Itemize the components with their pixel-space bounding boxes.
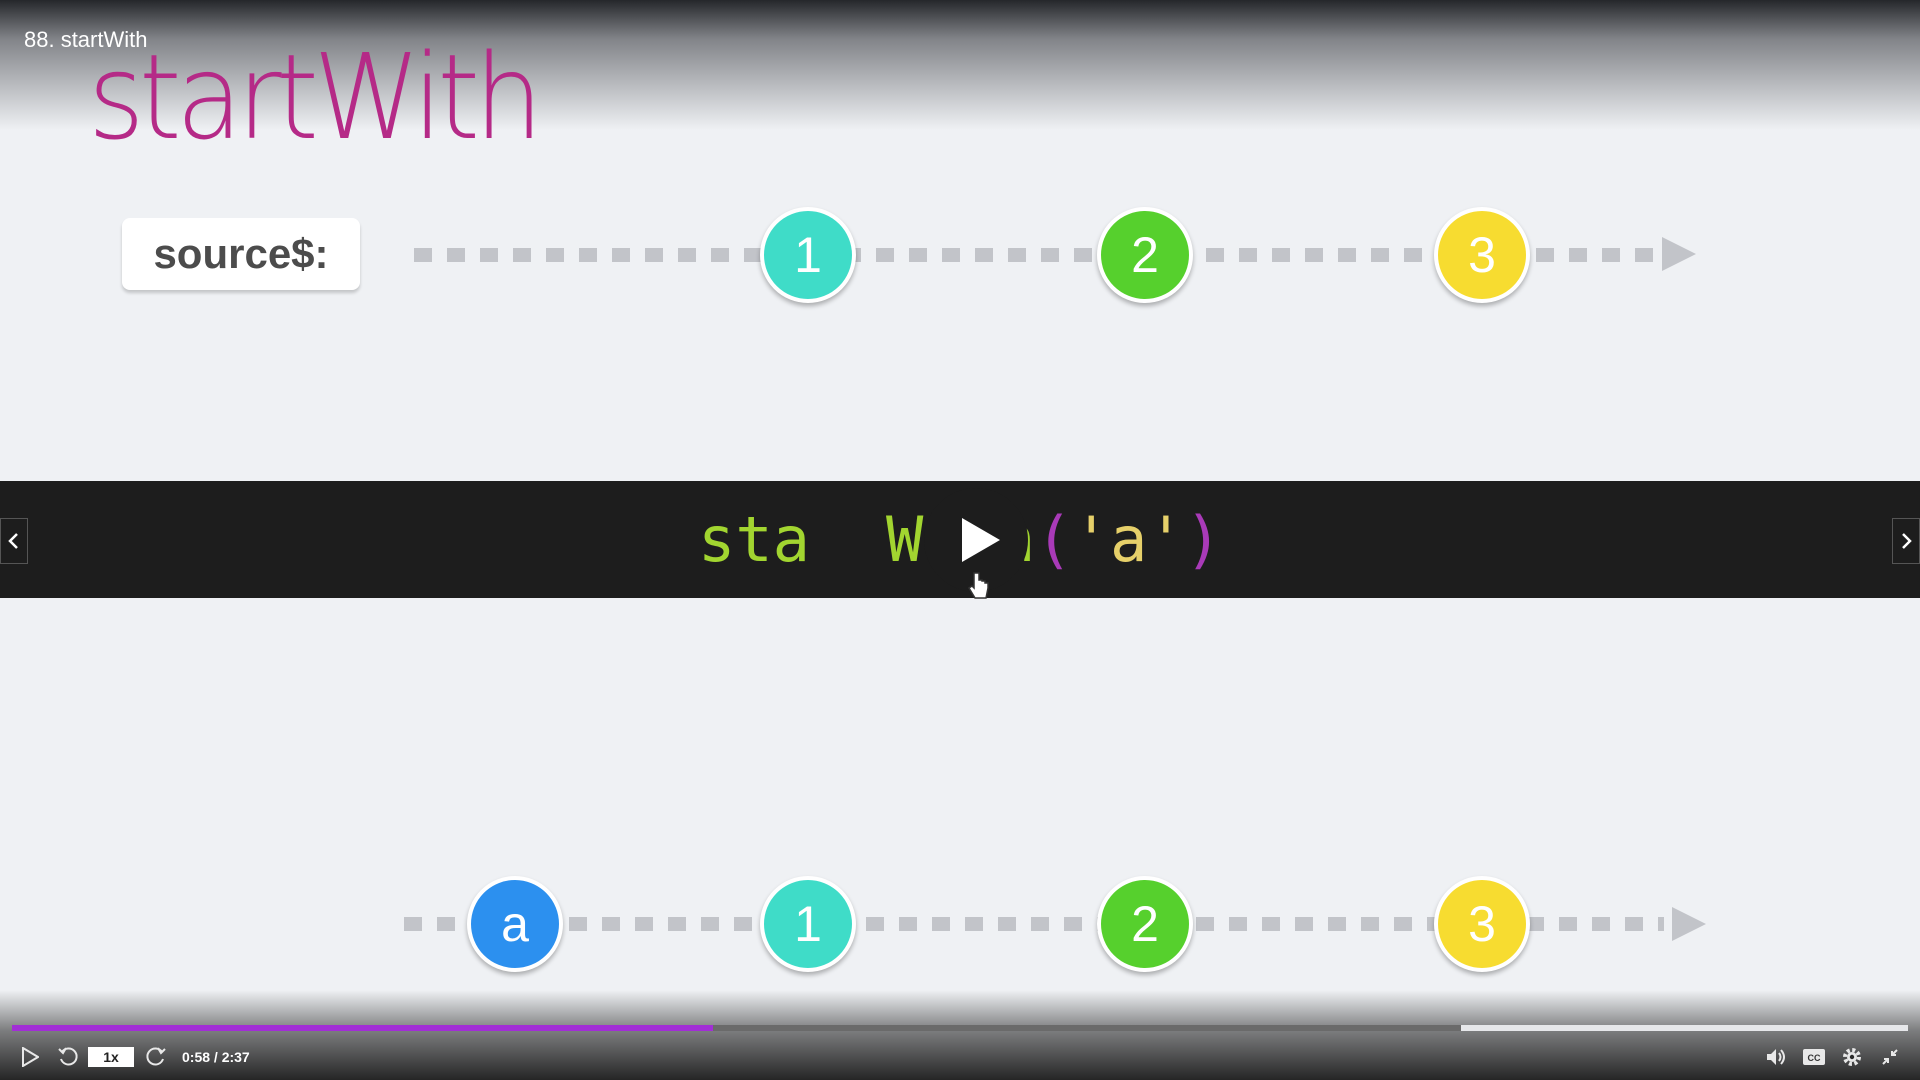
controls-overlay [0, 990, 1920, 1080]
forward-button[interactable] [142, 1043, 170, 1071]
chevron-left-icon [8, 533, 18, 549]
progress-played [12, 1025, 713, 1031]
result-marble: 3 [1434, 876, 1530, 972]
exit-fullscreen-button[interactable] [1876, 1043, 1904, 1071]
play-icon [962, 518, 1000, 562]
rewind-icon [58, 1047, 78, 1066]
gear-icon [1843, 1048, 1861, 1066]
rewind-button[interactable] [54, 1043, 82, 1071]
svg-text:CC: CC [1808, 1053, 1821, 1063]
source-timeline-arrow [1662, 237, 1696, 271]
operator-title: startWith [88, 28, 543, 166]
next-button[interactable] [1892, 518, 1920, 564]
code-arg: 'a' [1072, 503, 1185, 576]
prev-button[interactable] [0, 518, 28, 564]
volume-button[interactable] [1762, 1043, 1790, 1071]
source-marble: 3 [1434, 207, 1530, 303]
lesson-title: 88. startWith [24, 27, 148, 52]
source-timeline [414, 248, 1654, 262]
result-timeline [404, 917, 1664, 931]
source-marble: 2 [1097, 207, 1193, 303]
progress-buffered [12, 1025, 1461, 1031]
time-display: 0:58 / 2:37 [182, 1049, 250, 1065]
result-marble: a [467, 876, 563, 972]
code-close-paren: ) [1184, 503, 1222, 576]
exit-fullscreen-icon [1882, 1049, 1898, 1065]
settings-button[interactable] [1838, 1043, 1866, 1071]
hand-cursor-icon [966, 570, 992, 609]
result-marble: 1 [760, 876, 856, 972]
result-marble: 2 [1097, 876, 1193, 972]
progress-bar[interactable] [12, 1025, 1908, 1031]
captions-icon: CC [1803, 1049, 1825, 1065]
play-button[interactable] [16, 1043, 44, 1071]
chevron-right-icon [1902, 533, 1912, 549]
result-timeline-arrow [1672, 907, 1706, 941]
forward-icon [146, 1047, 166, 1066]
code-open-paren: ( [1035, 503, 1073, 576]
captions-button[interactable]: CC [1800, 1043, 1828, 1071]
play-icon [22, 1047, 39, 1067]
volume-icon [1767, 1049, 1785, 1065]
code-fn-start: sta [698, 503, 811, 576]
speed-selector[interactable]: 1x [88, 1047, 134, 1067]
source-label: source$: [122, 218, 360, 290]
source-marble: 1 [760, 207, 856, 303]
